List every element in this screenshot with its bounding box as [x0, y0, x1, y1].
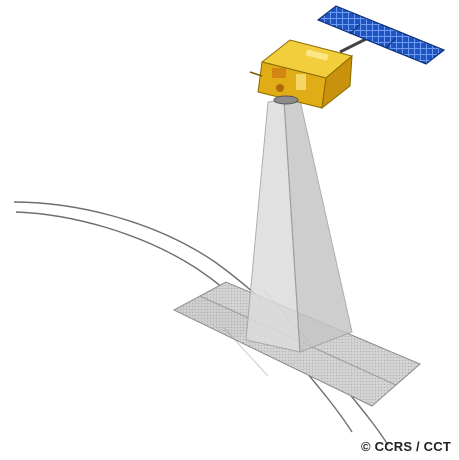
sensor-lens — [273, 95, 299, 105]
copyright-credit: © CCRS / CCT — [361, 439, 451, 454]
footprint-divider-across-2 — [223, 327, 269, 377]
satellite-icon — [249, 5, 446, 110]
beam-center-edge — [283, 99, 301, 353]
solar-panel-icon — [316, 5, 446, 65]
footprint-lower-left — [174, 296, 262, 338]
sensor-beam — [245, 99, 353, 353]
satellite-body-side — [321, 54, 353, 110]
